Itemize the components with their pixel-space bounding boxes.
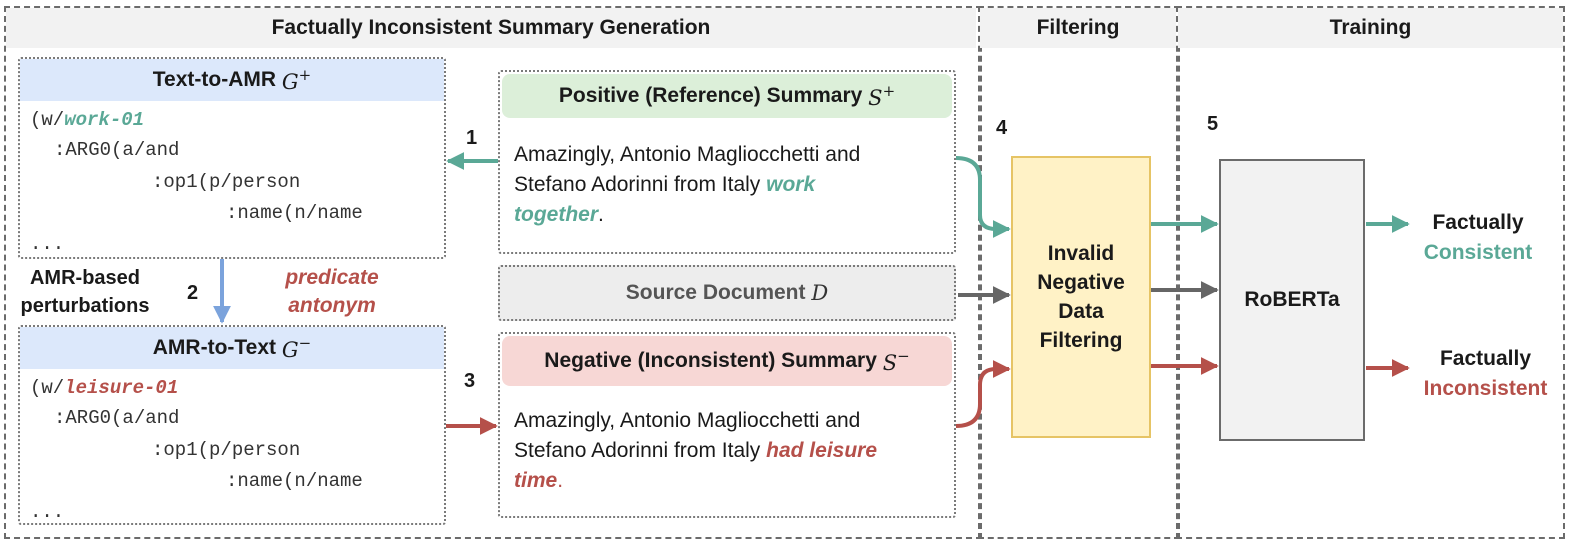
generator-symbol: G (281, 70, 299, 94)
positive-summary-line1: Amazingly, Antonio Magliocchetti and (514, 143, 861, 166)
amr-predicate-leisure: leisure-01 (64, 377, 179, 399)
positive-summary-symbol: S+ (868, 82, 895, 110)
source-document-title: Source Document D (500, 267, 954, 319)
positive-predicate-highlight-2: together (514, 203, 598, 226)
positive-summary-line3: together. (514, 200, 944, 230)
generator-symbol: G (281, 338, 299, 362)
positive-summary-title: Positive (Reference) Summary S+ (502, 74, 952, 118)
output-consistent: Factually Consistent (1408, 208, 1548, 268)
step-2-number: 2 (187, 282, 199, 304)
text-to-amr-title: Text-to-AMR G+ (20, 59, 444, 101)
amr-line-4: :name(n/name (226, 470, 363, 492)
generator-minus-symbol: G− (282, 334, 311, 362)
generation-section-title: Factually Inconsistent Summary Generatio… (6, 8, 976, 48)
perturbation-type-line2: antonym (288, 294, 376, 317)
source-document-label: Source Document (625, 281, 806, 304)
generator-sup: + (298, 66, 312, 84)
negative-summary-symbol: S− (883, 347, 910, 375)
positive-summary-text: Amazingly, Antonio Magliocchetti and Ste… (514, 140, 944, 230)
positive-summary-line2: Stefano Adorinni from Italy work (514, 170, 944, 200)
filtering-section (978, 6, 1180, 539)
amr-line-5: ... (30, 233, 65, 255)
negative-predicate-highlight-2: time (514, 469, 558, 492)
amr-line-3: :op1(p/person (152, 439, 301, 461)
step-4-number: 4 (996, 117, 1008, 139)
output-inconsistent: Factually Inconsistent (1408, 344, 1563, 404)
perturbation-label-line1: AMR-based (29, 267, 140, 289)
amr-line-1: (w/work-01 (30, 109, 144, 131)
output-consistent-line2: Consistent (1423, 241, 1533, 264)
negative-predicate-highlight: had leisure (766, 439, 878, 462)
output-inconsistent-line1: Factually (1439, 347, 1532, 370)
summary-symbol: S (868, 86, 883, 110)
invalid-negative-filter-box: Invalid Negative Data Filtering (1011, 156, 1151, 438)
arrow-positive-to-filter (955, 156, 1011, 238)
amr-predicate-work: work-01 (64, 109, 145, 131)
training-section (1176, 6, 1565, 539)
positive-summary-label: Positive (Reference) Summary (558, 84, 863, 107)
summary-sup: + (882, 82, 896, 100)
negative-summary-line2-text: Stefano Adorinni from Italy (514, 439, 767, 462)
amr-to-text-label: AMR-to-Text (152, 336, 277, 359)
negative-summary-period: . (557, 469, 564, 492)
filtering-section-title: Filtering (980, 8, 1176, 48)
source-document-box: Source Document D (498, 265, 956, 321)
perturbation-type-line1: predicate (285, 266, 379, 289)
filter-label-line2: Negative (1037, 271, 1125, 294)
filter-label-line1: Invalid (1047, 242, 1115, 265)
amr-line-2: :ARG0(a/and (54, 139, 180, 161)
amr-line-2: :ARG0(a/and (54, 407, 180, 429)
amr-to-text-title: AMR-to-Text G− (20, 327, 444, 369)
positive-predicate-highlight: work (766, 173, 816, 196)
amr-line-4: :name(n/name (226, 202, 363, 224)
step-5-number: 5 (1207, 113, 1219, 135)
perturbation-label: AMR-based perturbations (18, 264, 152, 320)
step-1-number: 1 (466, 127, 478, 149)
roberta-label: RoBERTa (1244, 288, 1340, 311)
generator-sup: − (298, 334, 312, 352)
generation-section (4, 6, 982, 539)
positive-summary-period: . (598, 203, 604, 226)
text-to-amr-box: Text-to-AMR G+ (w/work-01 :ARG0(a/and :o… (18, 57, 446, 259)
text-to-amr-label: Text-to-AMR (152, 68, 277, 91)
positive-summary-line2-text: Stefano Adorinni from Italy (514, 173, 767, 196)
amr-root: (w/ (30, 377, 65, 399)
filter-label-line4: Filtering (1039, 329, 1123, 352)
perturbation-type: predicate antonym (262, 264, 402, 320)
summary-symbol: S (882, 351, 898, 375)
filter-label-line3: Data (1058, 300, 1104, 323)
amr-root: (w/ (30, 109, 65, 131)
summary-sup: − (897, 347, 910, 365)
amr-line-5: ... (30, 501, 65, 523)
amr-line-1: (w/leisure-01 (30, 377, 178, 399)
roberta-model-box: RoBERTa (1219, 159, 1365, 441)
output-consistent-line1: Factually (1432, 211, 1524, 234)
amr-line-3: :op1(p/person (152, 171, 301, 193)
amr-to-text-box: AMR-to-Text G− (w/leisure-01 :ARG0(a/and… (18, 325, 446, 525)
source-document-symbol: D (811, 281, 829, 305)
output-inconsistent-line2: Inconsistent (1423, 377, 1548, 400)
arrow-negative-to-filter (955, 360, 1011, 428)
negative-summary-box: Negative (Inconsistent) Summary S− Amazi… (498, 332, 956, 518)
generator-plus-symbol: G+ (282, 66, 311, 94)
negative-summary-line2: Stefano Adorinni from Italy had leisure (514, 436, 944, 466)
negative-summary-line3: time. (514, 466, 944, 496)
negative-summary-label: Negative (Inconsistent) Summary (544, 349, 877, 372)
negative-summary-line1: Amazingly, Antonio Magliocchetti and (514, 409, 861, 432)
step-3-number: 3 (464, 370, 476, 392)
positive-summary-box: Positive (Reference) Summary S+ Amazingl… (498, 70, 956, 254)
perturbation-label-line2: perturbations (20, 295, 150, 317)
negative-summary-text: Amazingly, Antonio Magliocchetti and Ste… (514, 406, 944, 496)
training-section-title: Training (1178, 8, 1563, 48)
negative-summary-title: Negative (Inconsistent) Summary S− (502, 336, 952, 386)
